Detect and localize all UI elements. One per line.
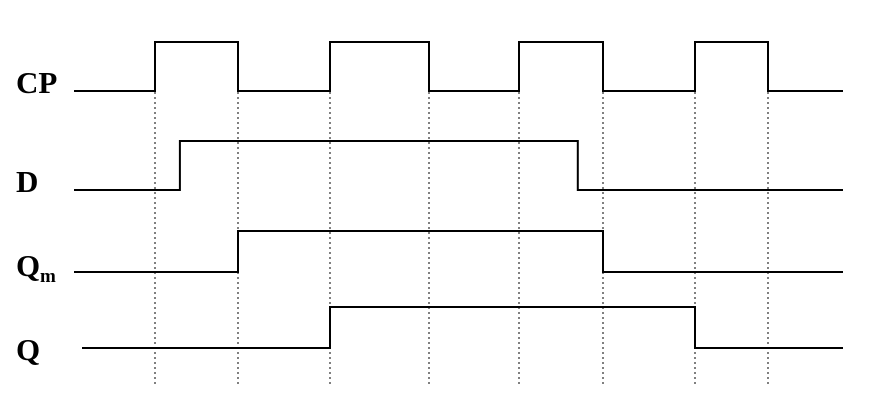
signal-cp: CP (16, 41, 843, 100)
waveform-cp (74, 41, 843, 92)
signal-subscript-qm: m (40, 266, 56, 287)
waveform-qm (74, 230, 843, 273)
guide-lines (154, 92, 769, 386)
signal-qm: Q m (16, 230, 843, 287)
signal-d: D (16, 140, 843, 199)
signal-label-q: Q (16, 332, 40, 367)
signal-label-qm: Q (16, 248, 40, 283)
signal-label-cp: CP (16, 65, 57, 100)
signal-q: Q (16, 306, 843, 367)
waveform-d (74, 140, 843, 191)
signal-label-d: D (16, 164, 38, 199)
waveform-q (82, 306, 843, 349)
